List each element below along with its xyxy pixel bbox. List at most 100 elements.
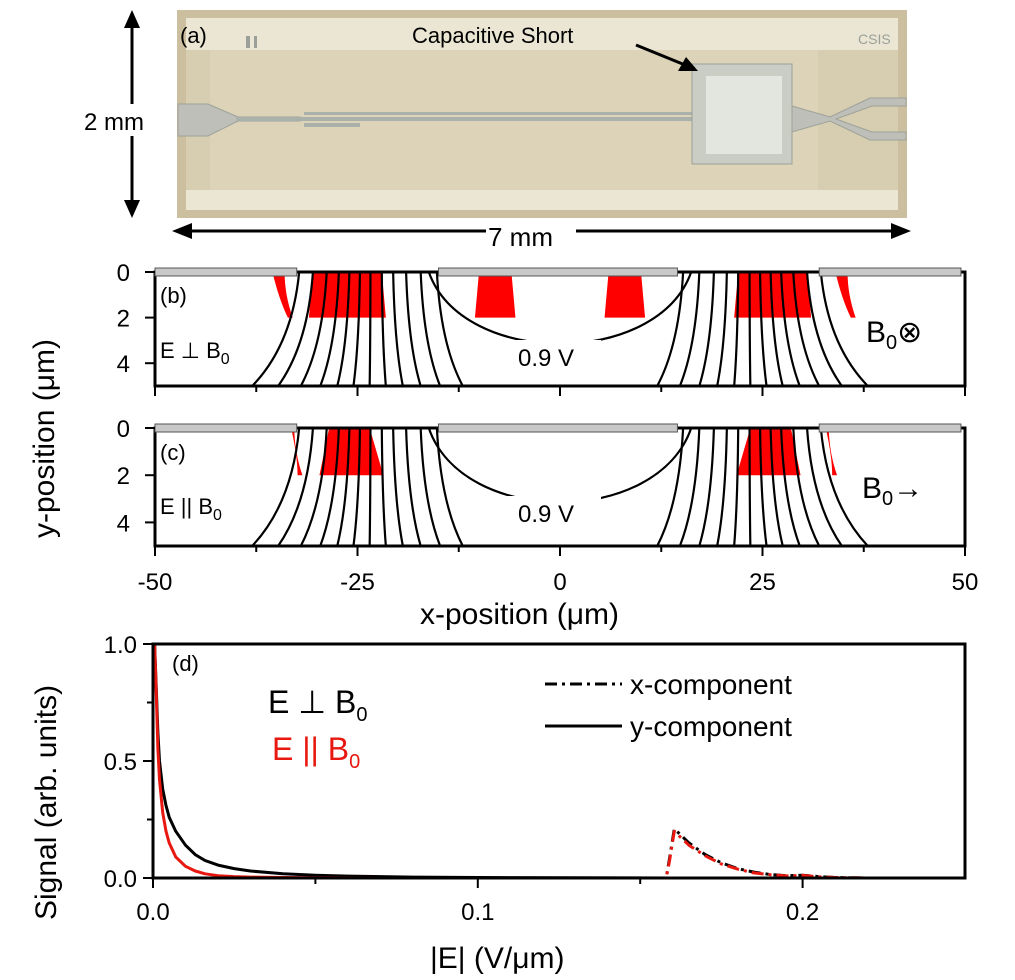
equipotential-line: [819, 427, 869, 547]
equipotential-line: [352, 427, 362, 547]
electrode: [154, 423, 298, 433]
legend-par-sub: 0: [349, 751, 360, 773]
equipotential-line: [368, 271, 372, 387]
panel-b-equipotential-lines: [251, 271, 869, 387]
equipotential-line: [780, 427, 801, 547]
right-launcher: [791, 97, 907, 141]
red-region: [736, 428, 801, 476]
panel-d-xlabel: |E| (V/μm): [430, 942, 565, 975]
equipotential-line: [769, 427, 784, 547]
d-y-tick-label: 0.5: [104, 749, 137, 776]
y-tick-label: 0: [117, 260, 130, 287]
x-tick-label: 50: [952, 569, 979, 596]
series-e-b0-x-component: [153, 829, 965, 880]
electrode: [154, 267, 298, 277]
svg-text:B0⊗: B0⊗: [866, 316, 922, 354]
equipotential-line: [419, 271, 442, 387]
legend-perp: E ⊥ B: [268, 684, 356, 720]
electrode: [438, 423, 678, 433]
equipotential-line: [656, 271, 685, 387]
y-tick-label: 2: [117, 306, 130, 333]
equipotential-line: [805, 427, 843, 547]
d-x-tick-label: 0.1: [461, 899, 494, 926]
equipotential-line: [716, 427, 728, 547]
panel-b-field-symbol: ⊗: [897, 316, 922, 349]
equipotential-line: [405, 271, 422, 387]
equipotential-line: [769, 271, 784, 387]
equipotential-line: [319, 427, 340, 547]
panel-b-condition: E ⊥ B: [160, 338, 221, 363]
equipotential-line: [319, 271, 340, 387]
legend-perp-sub: 0: [356, 704, 367, 726]
panel-a: CSIS (a) Capacitive Short 2 mm 7 mm: [84, 10, 911, 252]
svg-text:B0→: B0→: [862, 472, 923, 510]
y-tick-label: 4: [117, 510, 130, 537]
equipotential-line: [780, 271, 801, 387]
red-edge-region: [835, 272, 856, 318]
panel-a-label: (a): [180, 23, 207, 48]
equipotential-line: [678, 271, 701, 387]
equipotential-line: [336, 427, 351, 547]
panel-b-field-label: B: [866, 316, 886, 349]
cross-section-xlabel: x-position (μm): [420, 598, 619, 631]
equipotential-line: [792, 271, 821, 387]
electrode: [438, 267, 678, 277]
panel-c-frame: [153, 426, 967, 548]
equipotential-line: [435, 427, 464, 547]
panel-c-label: (c): [160, 440, 186, 465]
equipotential-line: [352, 271, 362, 387]
equipotential-line: [435, 271, 464, 387]
logo-text: CSIS: [858, 31, 891, 47]
equipotential-line: [656, 427, 685, 547]
d-y-tick-label: 1.0: [104, 632, 137, 659]
width-label: 7 mm: [488, 222, 553, 252]
d-x-tick-label: 0.0: [136, 899, 169, 926]
x-tick-label: 0: [553, 569, 566, 596]
equipotential-line: [758, 427, 768, 547]
equipotential-line: [251, 427, 301, 547]
x-tick-label: -50: [138, 569, 173, 596]
panel-c-field-symbol: →: [893, 472, 923, 505]
d-x-tick-label: 0.2: [786, 899, 819, 926]
equipotential-line: [405, 427, 422, 547]
d-y-tick-label: 0.0: [104, 866, 137, 893]
equipotential-line: [251, 271, 301, 387]
panel-c: 0.9 V (c) E || B0 B0→: [153, 423, 967, 548]
electrode: [818, 423, 962, 433]
x-tick-label: 25: [749, 569, 776, 596]
panel-c-contour-label: 0.9 V: [518, 501, 574, 528]
red-region: [308, 272, 386, 318]
legend-solid-label: y-component: [630, 711, 792, 742]
red-region: [474, 272, 516, 318]
equipotential-line: [716, 271, 728, 387]
equipotential-line: [748, 271, 752, 387]
svg-text:E || B0: E || B0: [272, 731, 360, 773]
red-edge-region: [291, 428, 303, 476]
panel-b: 0.9 V (b) E ⊥ B0 B0⊗: [153, 267, 967, 388]
equipotential-line: [277, 427, 315, 547]
equipotential-line: [819, 271, 869, 387]
capacitive-short-label: Capacitive Short: [412, 23, 573, 48]
panel-c-condition-sub: 0: [213, 507, 222, 524]
equipotential-line: [698, 271, 715, 387]
panel-b-red-regions: [272, 272, 856, 318]
red-region: [604, 272, 646, 318]
annotation-arrow: [635, 43, 691, 69]
equipotential-line: [380, 271, 387, 387]
height-label: 2 mm: [84, 109, 144, 136]
panel-b-electrodes: [154, 267, 962, 277]
equipotential-line: [380, 427, 387, 547]
series-e-b0-x-component: [153, 827, 965, 880]
x-tick-label: -25: [340, 569, 375, 596]
equipotential-line: [392, 271, 404, 387]
panel-b-condition-sub: 0: [221, 351, 230, 368]
panel-d-axes: 0.0 0.1 0.2 0.0 0.5 1.0: [104, 632, 820, 926]
equipotential-line: [277, 271, 315, 387]
panel-d-label: (d): [172, 651, 199, 676]
y-tick-label: 4: [117, 351, 130, 378]
panel-b-contour-label: 0.9 V: [518, 345, 574, 372]
panel-b-label: (b): [160, 283, 187, 308]
panel-c-field-label: B: [862, 472, 882, 505]
red-region: [319, 428, 384, 476]
